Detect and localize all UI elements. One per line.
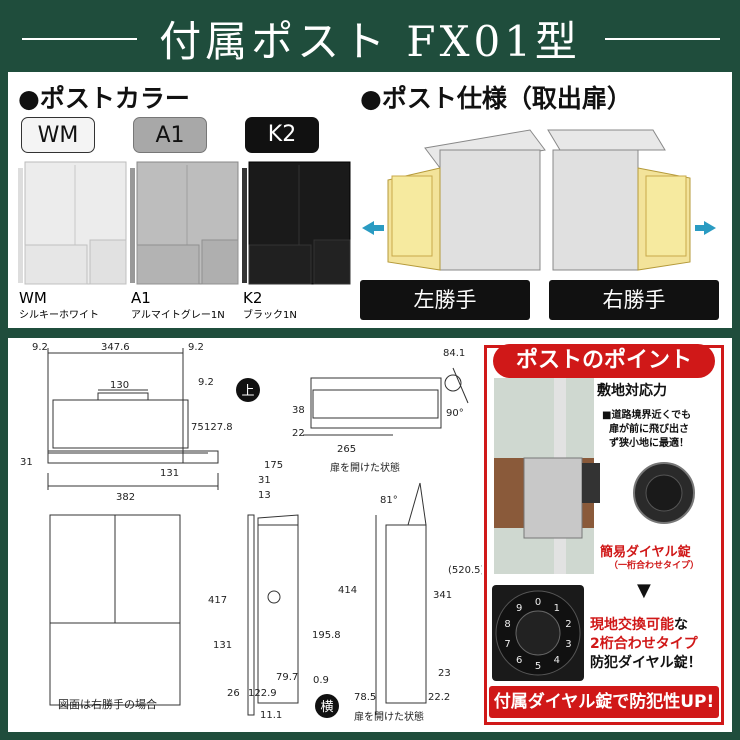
spec-right-image	[547, 129, 716, 271]
spec-section-title: ●ポスト仕様（取出扉）	[360, 84, 632, 113]
feature1-desc-3: ず狭小地に最適！	[609, 438, 689, 449]
header-banner: 付属ポスト FX01型	[0, 0, 740, 72]
right-hand-label: 右勝手	[549, 280, 719, 320]
dim-26: 26	[227, 688, 240, 699]
drawing-note: 図面は右勝手の場合	[58, 697, 157, 711]
dial-digit: 5	[535, 661, 541, 672]
feature3-line1a: 現地交換可能	[590, 617, 674, 633]
feature3-line1b: な	[674, 617, 688, 633]
feature2-sub: （一桁合わせタイプ）	[609, 561, 700, 571]
dim-75: 75	[191, 422, 204, 433]
dim-0-9: 0.9	[313, 675, 329, 686]
frame-bottom	[0, 732, 740, 740]
dial-digit: 6	[516, 655, 522, 666]
dim-341: 341	[433, 590, 452, 601]
dim-22-2: 22.2	[428, 692, 450, 703]
feature1-title: 敷地対応力	[597, 383, 667, 399]
dial-digit: 8	[504, 619, 510, 630]
section-divider	[0, 328, 740, 338]
post-k2-image	[242, 161, 351, 285]
dim-78-5: 78.5	[354, 692, 376, 703]
dim-131b: 131	[213, 640, 232, 651]
dim-84-1: 84.1	[443, 348, 465, 359]
post-color-illustrations	[18, 129, 716, 285]
header-rule-right	[605, 38, 720, 40]
dial-digit: 3	[565, 639, 571, 650]
dial-lock-image: 0 12 34 5 67 89	[492, 585, 584, 681]
feature2-title: 簡易ダイヤル錠	[600, 545, 691, 560]
post-code-wm: WM	[19, 289, 47, 307]
dim-130: 130	[110, 380, 129, 391]
point-heading: ポストのポイント	[493, 344, 715, 378]
dial-digit: 2	[565, 619, 571, 630]
dim-9-2b: 9.2	[188, 342, 204, 353]
left-hand-label: 左勝手	[360, 280, 530, 320]
dim-79-7: 79.7	[276, 672, 298, 683]
feature3-line3: 防犯ダイヤル錠！	[590, 655, 702, 671]
dial-digit: 7	[504, 639, 510, 650]
post-a1-image	[130, 161, 239, 285]
dial-digit: 1	[554, 603, 560, 614]
post-code-k2: K2	[243, 289, 263, 307]
dial-digit: 0	[535, 597, 541, 608]
dim-38: 38	[292, 405, 305, 416]
arrow-down-icon: ▼	[637, 580, 651, 601]
dim-414: 414	[338, 585, 357, 596]
post-name-wm: シルキーホワイト	[19, 310, 99, 321]
dim-9-2a: 9.2	[32, 342, 48, 353]
dim-195-8: 195.8	[312, 630, 341, 641]
feature3-line1: 現地交換可能な	[590, 614, 688, 634]
dim-520-5: (520.5)	[448, 565, 482, 576]
post-name-a1: アルマイトグレー1N	[131, 310, 225, 321]
post-name-k2: ブラック1N	[243, 310, 297, 321]
dim-23: 23	[438, 668, 451, 679]
post-wm-image	[18, 161, 127, 285]
dim-31a: 31	[20, 457, 33, 468]
point-footer: 付属ダイヤル錠で防犯性UP!	[489, 686, 719, 718]
feature3-line2: 2桁合わせタイプ	[590, 636, 698, 652]
view-label-top: 上	[241, 384, 254, 399]
color-section-title: ●ポストカラー	[18, 84, 190, 113]
dim-22: 22	[292, 428, 305, 439]
dim-131a: 131	[160, 468, 179, 479]
technical-drawing: 上 横 9.2 347.6 9.2 130 9.2 75 127.8 31 13…	[20, 342, 482, 723]
feature1-desc-2: 扉が前に飛び出さ	[609, 424, 689, 435]
page-title: 付属ポスト FX01型	[159, 17, 581, 66]
color-badge-wm: WM	[21, 117, 95, 153]
frame-left	[0, 72, 8, 740]
dim-417: 417	[208, 595, 227, 606]
post-code-a1: A1	[131, 289, 151, 307]
dial-digit: 4	[554, 655, 560, 666]
dim-382: 382	[116, 492, 135, 503]
frame-right	[732, 72, 740, 740]
dim-81-deg: 81°	[380, 495, 398, 506]
view-label-side: 横	[320, 700, 333, 715]
dim-122-9: 122.9	[248, 688, 277, 699]
dim-265: 265	[337, 444, 356, 455]
door-open-label-side: 扉を開けた状態	[354, 710, 424, 723]
dim-13: 13	[258, 490, 271, 501]
color-badge-a1: A1	[133, 117, 207, 153]
dim-175: 175	[264, 460, 283, 471]
color-badge-k2: K2	[245, 117, 319, 153]
dim-127-8: 127.8	[204, 422, 233, 433]
spec-left-image	[362, 129, 546, 271]
feature1-desc-1: ■道路境界近くでも	[602, 410, 692, 421]
dim-11-1: 11.1	[260, 710, 282, 721]
dim-9-2c: 9.2	[198, 377, 214, 388]
header-rule-left	[22, 38, 137, 40]
door-open-label-top: 扉を開けた状態	[330, 461, 400, 474]
point-photo	[494, 378, 695, 574]
dim-347-6: 347.6	[101, 342, 130, 353]
dim-31b: 31	[258, 475, 271, 486]
dial-digit: 9	[516, 603, 522, 614]
dim-90-deg: 90°	[446, 408, 464, 419]
